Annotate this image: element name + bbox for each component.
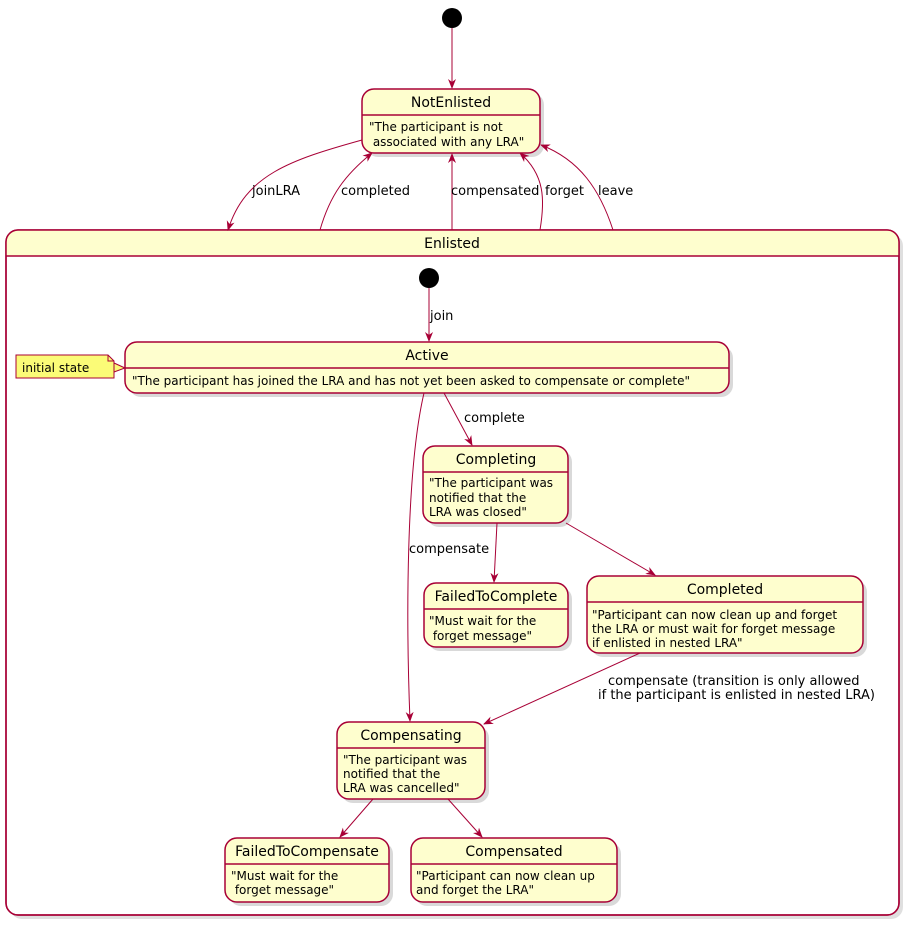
edge-completing-to-completed [565,522,656,576]
state-desc-compensating-2: notified that the [343,767,440,781]
state-title-completed: Completed [687,582,763,598]
edge-complete [443,392,473,446]
state-desc-completed-2: the LRA or must wait for forget message [592,622,835,636]
state-desc-not-enlisted-1: "The participant is not [369,120,503,134]
edge-leave [540,144,614,231]
transitions [226,28,656,838]
state-desc-completed-1: "Participant can now clean up and forget [592,608,837,622]
edge-label-complete: complete [464,411,525,426]
state-title-compensated: Compensated [465,844,562,860]
state-failed-to-compensate[interactable]: FailedToCompensate "Must wait for the fo… [224,837,393,906]
edge-label-join-lra: joinLRA [251,184,300,199]
edge-completed-to-compensating [483,652,641,725]
edge-label-compensate: compensate [409,542,489,557]
state-title-compensating: Compensating [360,728,461,744]
state-compensating[interactable]: Compensating "The participant was notifi… [336,721,489,803]
state-desc-failed-to-compensate-1: "Must wait for the [231,869,338,883]
state-desc-completing-1: "The participant was [429,476,553,490]
state-failed-to-complete[interactable]: FailedToComplete "Must wait for the forg… [423,582,572,651]
edge-label-join: join [429,309,453,324]
state-title-enlisted: Enlisted [424,236,480,252]
state-desc-compensating-3: LRA was cancelled" [343,781,460,795]
state-title-active: Active [405,348,448,364]
state-completing[interactable]: Completing "The participant was notified… [422,445,572,527]
state-desc-active-1: "The participant has joined the LRA and … [132,374,690,388]
state-desc-not-enlisted-2: associated with any LRA" [369,135,524,149]
state-desc-failed-to-compensate-2: forget message" [231,883,334,897]
edge-label-compensate-nested-2: if the participant is enlisted in nested… [598,688,875,703]
state-compensated[interactable]: Compensated "Participant can now clean u… [410,837,621,906]
initial-node-top [442,8,462,28]
state-active[interactable]: Active "The participant has joined the L… [124,341,733,397]
edge-completing-to-failed [490,522,499,583]
state-title-not-enlisted: NotEnlisted [411,95,491,111]
state-not-enlisted[interactable]: NotEnlisted "The participant is not asso… [361,88,544,157]
state-desc-compensating-1: "The participant was [343,753,467,767]
note-initial-state: initial state [15,354,127,379]
edge-label-leave: leave [598,184,633,199]
note-text: initial state [22,361,89,375]
edge-label-compensated: compensated [451,184,539,199]
state-desc-compensated-2: and forget the LRA" [416,883,534,897]
edge-label-completed: completed [341,184,410,199]
edge-compensate [405,392,425,722]
edge-label-compensate-nested-1: compensate (transition is only allowed [608,674,860,689]
state-completed[interactable]: Completed "Participant can now clean up … [586,575,867,657]
state-desc-failed-to-complete-1: "Must wait for the [429,614,536,628]
state-title-completing: Completing [456,452,537,468]
edge-join-lra [226,139,363,231]
state-enlisted[interactable]: Enlisted [5,229,903,919]
state-title-failed-to-complete: FailedToComplete [435,589,558,605]
edge-compensating-to-failed [339,798,374,838]
initial-node-enlisted [419,268,439,288]
state-desc-compensated-1: "Participant can now clean up [416,869,595,883]
state-desc-completing-3: LRA was closed" [429,505,527,519]
state-desc-failed-to-complete-2: forget message" [429,629,532,643]
edge-label-forget: forget [545,184,584,199]
state-title-failed-to-compensate: FailedToCompensate [235,844,379,860]
state-desc-completed-3: if enlisted in nested LRA" [592,636,743,650]
state-desc-completing-2: notified that the [429,491,526,505]
edge-forget [519,152,544,231]
edge-completed [319,152,373,231]
edge-compensating-to-compensated [447,798,483,838]
